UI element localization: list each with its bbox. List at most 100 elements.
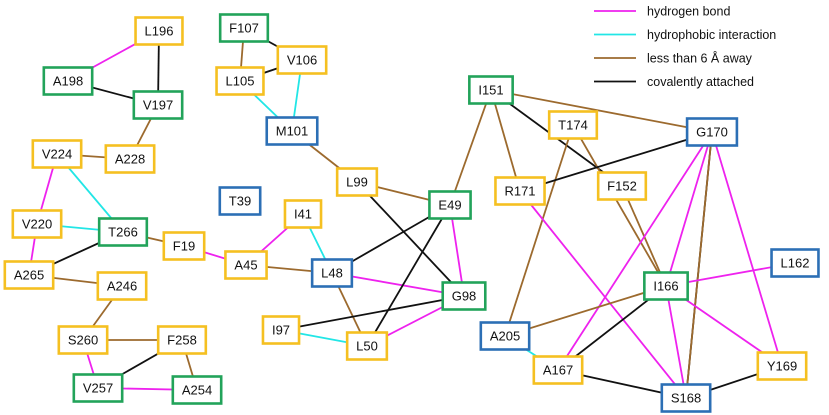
node-v224: V224 xyxy=(31,139,83,169)
node-label: M101 xyxy=(276,124,309,139)
node-g98: G98 xyxy=(441,281,487,311)
node-label: V106 xyxy=(287,53,317,68)
node-f19: F19 xyxy=(162,231,206,261)
node-label: T266 xyxy=(108,225,138,240)
node-box xyxy=(57,325,109,355)
node-l196: L196 xyxy=(134,16,184,46)
node-box xyxy=(104,144,156,174)
node-label: R171 xyxy=(504,184,535,199)
node-i166: I166 xyxy=(643,271,689,301)
node-label: A254 xyxy=(182,383,212,398)
edge-i97-g98-covalent xyxy=(280,295,465,331)
edge-e49-l50-covalent xyxy=(366,204,451,347)
node-label: I151 xyxy=(478,83,503,98)
node-box xyxy=(218,13,270,43)
node-label: G98 xyxy=(452,289,477,304)
legend-label: covalently attached xyxy=(647,75,754,89)
node-box xyxy=(42,66,94,96)
node-v257: V257 xyxy=(72,373,124,403)
node-f152: F152 xyxy=(596,171,648,201)
node-label: A228 xyxy=(115,152,145,167)
node-label: L99 xyxy=(346,175,368,190)
node-label: I97 xyxy=(272,323,290,338)
node-label: A45 xyxy=(234,258,257,273)
node-l99: L99 xyxy=(335,167,379,197)
node-f258: F258 xyxy=(156,325,208,355)
edge-r171-g170-covalent xyxy=(519,131,713,192)
node-box xyxy=(441,281,487,311)
node-s260: S260 xyxy=(57,325,109,355)
node-i151: I151 xyxy=(468,75,514,105)
node-label: L196 xyxy=(145,24,174,39)
node-label: T174 xyxy=(558,118,588,133)
node-label: I41 xyxy=(294,207,312,222)
node-label: L105 xyxy=(226,74,255,89)
node-label: F107 xyxy=(229,21,259,36)
node-box xyxy=(283,199,323,229)
node-box xyxy=(31,139,83,169)
edge-g170-y169-hydrogen-bond xyxy=(711,131,783,367)
node-label: G170 xyxy=(696,125,728,140)
node-label: F258 xyxy=(167,333,197,348)
legend-label: less than 6 Å away xyxy=(647,50,753,65)
edge-g170-a167-hydrogen-bond xyxy=(557,131,713,371)
node-box xyxy=(468,75,514,105)
node-box xyxy=(132,90,184,120)
node-v220: V220 xyxy=(11,209,63,239)
node-label: I166 xyxy=(653,279,678,294)
node-t266: T266 xyxy=(97,217,149,247)
edge-r171-s168-hydrogen-bond xyxy=(519,190,687,399)
node-label: A205 xyxy=(490,329,520,344)
legend-item-less-than-6A: less than 6 Å away xyxy=(594,50,753,65)
edge-l99-g98-covalent xyxy=(356,181,465,297)
node-box xyxy=(97,217,149,247)
node-label: A167 xyxy=(543,363,573,378)
node-box xyxy=(660,383,712,413)
node-box xyxy=(335,167,379,197)
node-l48: L48 xyxy=(310,258,354,288)
node-t174: T174 xyxy=(547,110,599,140)
node-box xyxy=(156,325,208,355)
node-l50: L50 xyxy=(345,331,389,361)
edge-t174-i166-less-than-6A xyxy=(572,124,667,287)
node-g170: G170 xyxy=(685,117,739,147)
node-box xyxy=(596,171,648,201)
node-r171: R171 xyxy=(494,176,546,206)
edge-t174-a205-less-than-6A xyxy=(504,124,574,337)
node-label: F152 xyxy=(607,179,637,194)
node-label: V197 xyxy=(143,98,173,113)
node-v197: V197 xyxy=(132,90,184,120)
edge-i151-r171-less-than-6A xyxy=(490,89,521,192)
edge-i166-s168-hydrogen-bond xyxy=(665,285,687,399)
node-label: F19 xyxy=(173,239,195,254)
edge-e49-g98-hydrogen-bond xyxy=(449,204,465,297)
node-box xyxy=(96,271,148,301)
edge-i166-a205-less-than-6A xyxy=(504,285,667,337)
legend-label: hydrogen bond xyxy=(647,4,730,18)
node-s168: S168 xyxy=(660,383,712,413)
node-a198: A198 xyxy=(42,66,94,96)
node-label: Y169 xyxy=(767,359,797,374)
node-a167: A167 xyxy=(532,355,584,385)
node-label: S260 xyxy=(68,333,98,348)
node-y169: Y169 xyxy=(756,351,808,381)
node-box xyxy=(261,315,301,345)
node-label: S168 xyxy=(671,391,701,406)
node-box xyxy=(162,231,206,261)
node-box xyxy=(479,321,531,351)
node-box xyxy=(134,16,184,46)
node-box xyxy=(756,351,808,381)
node-label: V220 xyxy=(22,217,52,232)
node-label: E49 xyxy=(438,198,461,213)
node-l105: L105 xyxy=(215,66,265,96)
node-e49: E49 xyxy=(428,190,472,220)
node-box xyxy=(224,250,268,280)
node-label: L162 xyxy=(781,256,810,271)
legend-item-hydrogen-bond: hydrogen bond xyxy=(594,4,730,18)
node-box xyxy=(494,176,546,206)
legend-item-covalent: covalently attached xyxy=(594,75,754,89)
node-label: L48 xyxy=(321,266,343,281)
node-box xyxy=(770,248,820,278)
node-a254: A254 xyxy=(171,375,223,405)
